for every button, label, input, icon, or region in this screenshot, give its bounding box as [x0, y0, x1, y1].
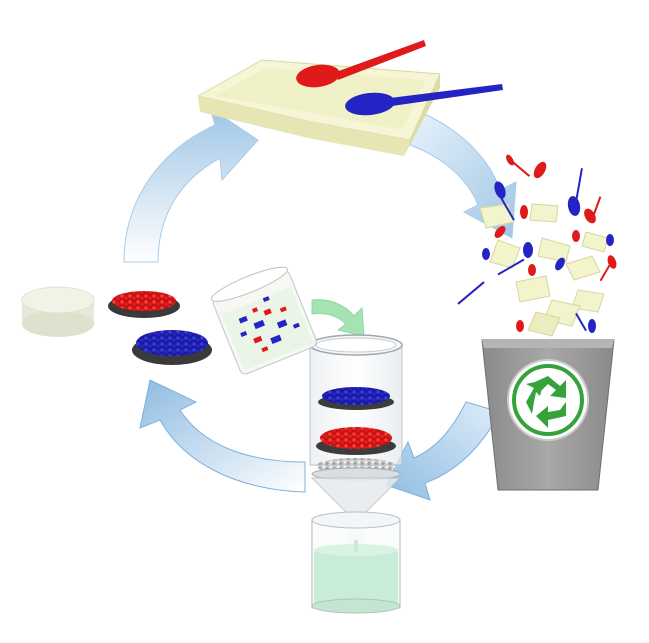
recycle-icon: [526, 376, 566, 428]
white-disc: [21, 286, 95, 337]
collection-beaker: [311, 511, 401, 614]
arrow-beaker-to-funnel: [311, 299, 365, 337]
red-spoon: [296, 40, 426, 88]
blue-pellet-layer: [318, 387, 394, 410]
red-pellet-layer: [316, 427, 396, 455]
red-pellet-disc: [108, 291, 180, 318]
recycle-bin: [481, 339, 615, 491]
arrow-funnel-to-pellets: [139, 379, 306, 493]
blue-pellet-disc: [132, 330, 212, 365]
filtration-funnel: [309, 334, 403, 543]
tray-with-spoons: [196, 40, 503, 156]
blue-spoon: [345, 84, 503, 116]
recovered-pellets: [108, 291, 212, 365]
beaker-with-flakes: [210, 266, 317, 375]
discarded-trays-and-spoons: [457, 154, 617, 337]
arrow-disc-to-tray: [123, 106, 259, 263]
arrow-bin-to-funnel: [385, 401, 501, 501]
